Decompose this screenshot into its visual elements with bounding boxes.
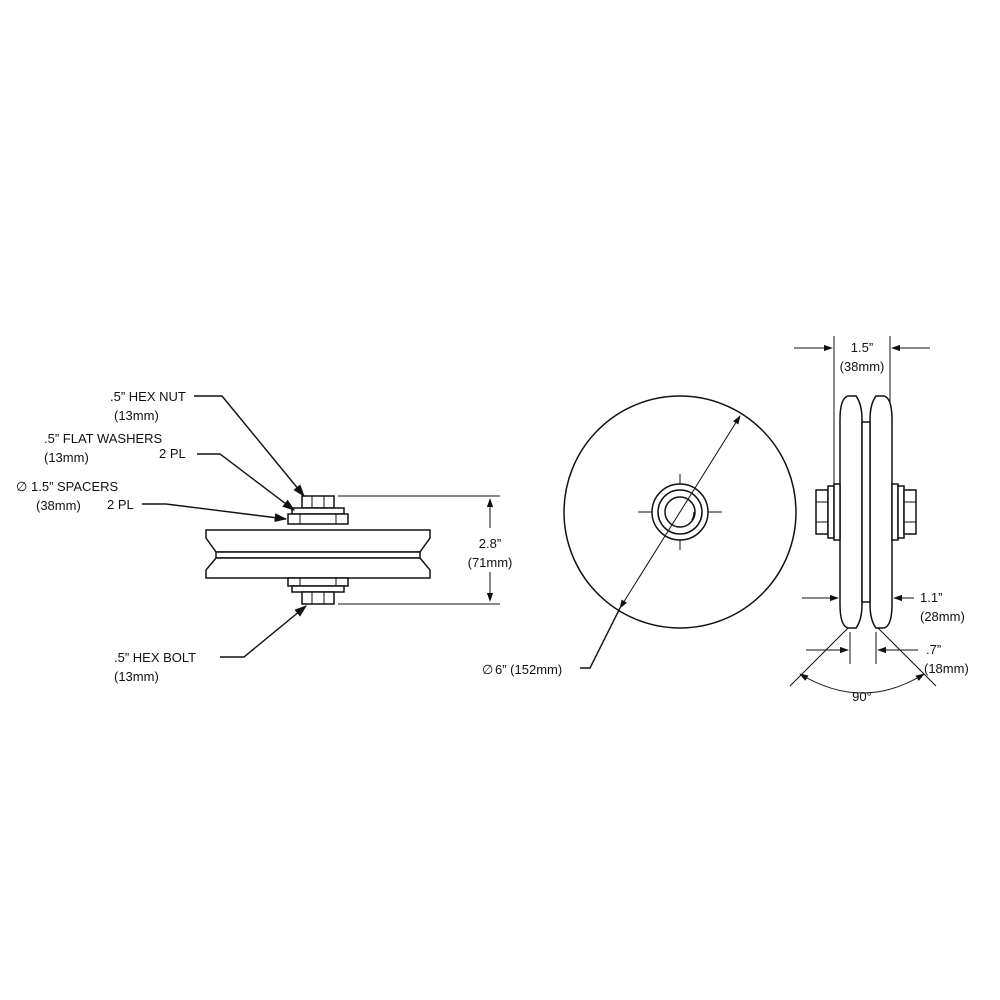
edge-left-flange [839,395,863,629]
hex-bolt-label: .5” HEX BOLT [114,650,196,665]
angle-arc [799,673,925,694]
edge-spacer-right [891,483,899,541]
edge-view: 1.5” (38mm) 1.1” (28mm) .7” (18mm) [789,336,969,704]
flat-washers-size: (13mm) [44,450,89,465]
hex-bolt-head [301,591,335,605]
edge-washer-right [897,485,905,539]
wheel-width-inch-label: 1.1” [920,590,942,605]
height-inch-label: 2.8” [479,536,501,551]
side-view: 2.8” (71mm) .5” HEX NUT (13mm) .5” FLAT … [16,389,512,684]
edge-hex-nut [903,489,917,535]
edge-washer-left [827,485,835,539]
diameter-dim-line [619,415,741,609]
hex-nut-leader [194,395,305,497]
hub-width-mm-label: (38mm) [840,359,885,374]
spacers-label: 1.5” SPACERS [31,479,119,494]
edge-right-flange [869,395,893,629]
flat-washers-qty: 2 PL [159,446,186,461]
bottom-flat-washer [291,585,345,593]
spacers-symbol: ∅ [16,479,27,494]
groove-width-inch-label: .7” [926,642,941,657]
height-mm-label: (71mm) [468,555,513,570]
wheel-groove [215,551,421,559]
hex-bolt-size: (13mm) [114,669,159,684]
flat-washers-leader [197,453,296,511]
wheel-lower-flange [205,557,431,579]
angle-extension-right [877,627,937,687]
edge-hex-bolt [815,489,829,535]
bottom-spacer [287,577,349,587]
wheel-width-mm-label: (28mm) [920,609,965,624]
diameter-leader [580,607,621,669]
hex-nut [301,495,335,509]
wheel-upper-flange [205,529,431,553]
edge-groove [861,421,871,603]
hex-bolt-leader [220,605,307,658]
top-flat-washer [291,507,345,515]
flat-washers-label: .5” FLAT WASHERS [44,431,163,446]
spacers-leader [142,503,288,522]
edge-spacer-left [833,483,841,541]
spacers-qty: 2 PL [107,497,134,512]
angle-extension-left [789,627,849,687]
groove-angle-label: 90° [852,689,872,704]
diameter-label: 6” (152mm) [495,662,562,677]
top-spacer [287,513,349,525]
spacers-size: (38mm) [36,498,81,513]
diameter-symbol: ∅ [482,662,493,677]
hex-nut-label: .5” HEX NUT [110,389,186,404]
hex-nut-size: (13mm) [114,408,159,423]
hub-width-inch-label: 1.5” [851,340,873,355]
groove-width-mm-label: (18mm) [924,661,969,676]
front-view: ∅ 6” (152mm) [482,395,797,677]
